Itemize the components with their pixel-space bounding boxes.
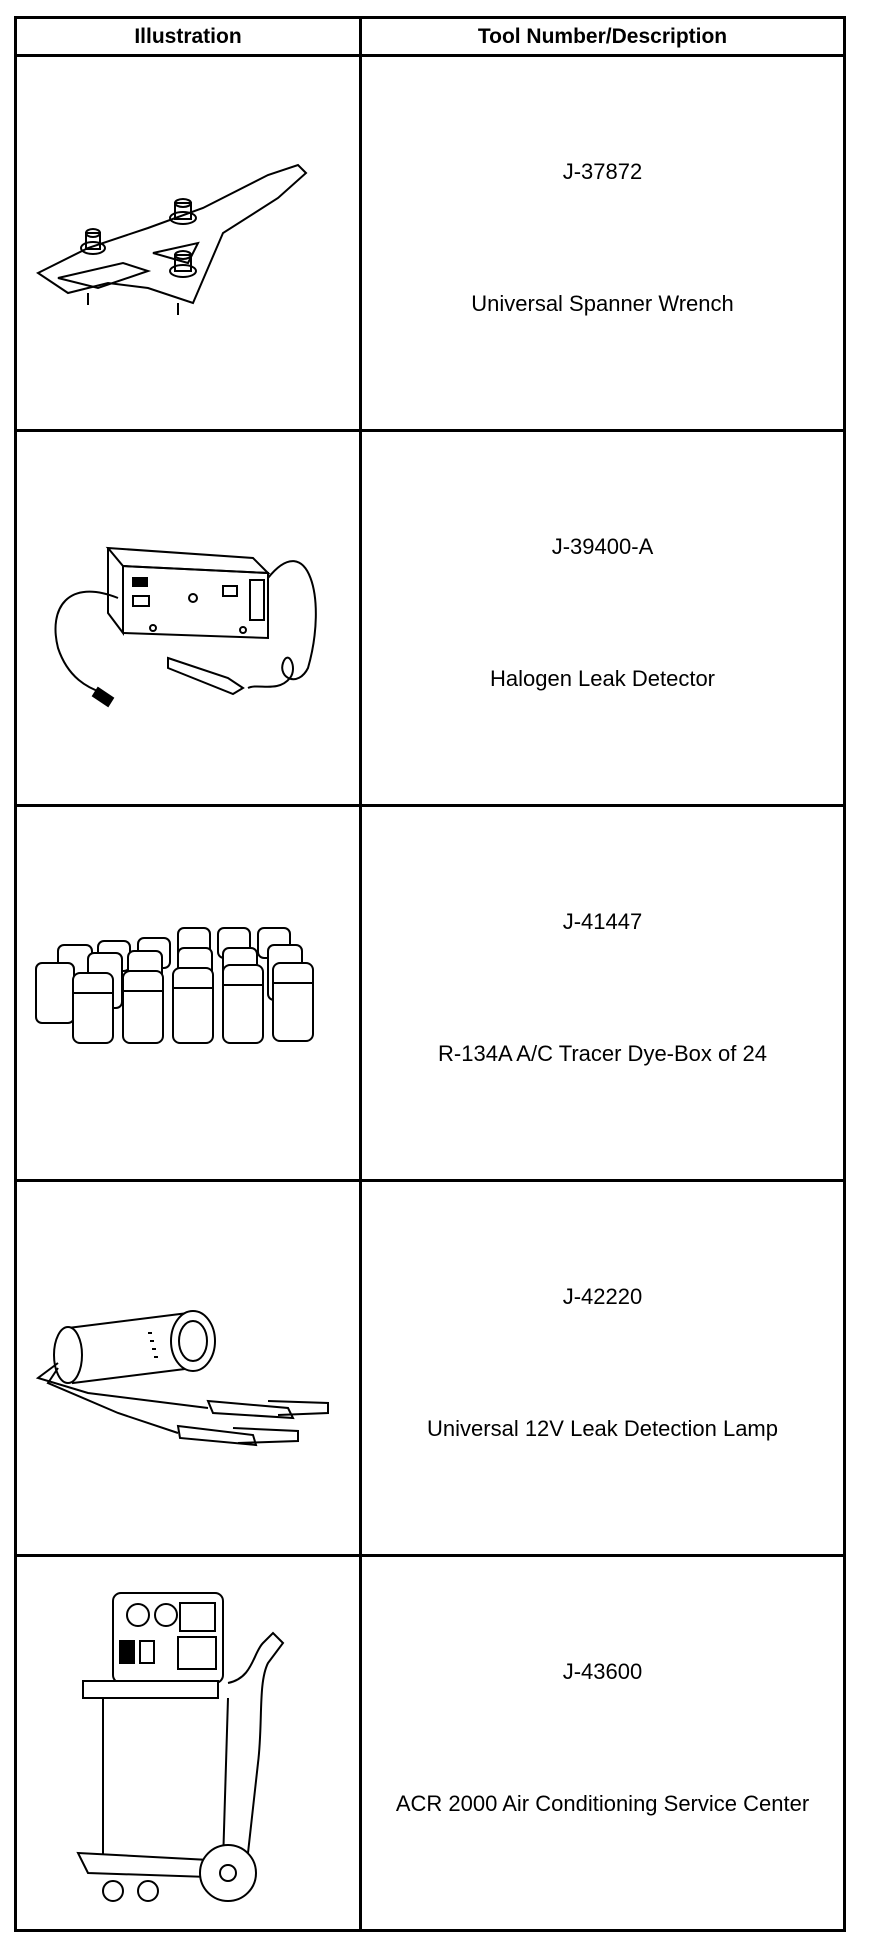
header-illustration: Illustration bbox=[17, 19, 362, 54]
description-cell: J-42220 Universal 12V Leak Detection Lam… bbox=[362, 1182, 843, 1554]
tool-description: Universal Spanner Wrench bbox=[471, 291, 734, 316]
description-cell: J-41447 R-134A A/C Tracer Dye-Box of 24 bbox=[362, 807, 843, 1179]
header-tool: Tool Number/Description bbox=[477, 24, 728, 48]
table-row: J-37872 Universal Spanner Wrench bbox=[17, 57, 843, 432]
tool-description: Halogen Leak Detector bbox=[489, 666, 716, 691]
tool-number: J-43600 bbox=[562, 1659, 643, 1684]
table-row: J-42220 Universal 12V Leak Detection Lam… bbox=[17, 1182, 843, 1557]
tool-description: R-134A A/C Tracer Dye-Box of 24 bbox=[438, 1041, 767, 1066]
dye-bottles-icon bbox=[35, 927, 314, 1044]
description-cell: J-43600 ACR 2000 Air Conditioning Servic… bbox=[362, 1557, 843, 1929]
leak-detector-icon bbox=[54, 546, 317, 708]
illustration-cell bbox=[17, 57, 362, 429]
leak-lamp-icon bbox=[35, 1310, 329, 1447]
table-header: Illustration Tool Number/Description bbox=[17, 19, 843, 57]
tool-number: J-39400-A bbox=[551, 534, 654, 559]
illustration-cell bbox=[17, 1557, 362, 1929]
tool-number: J-41447 bbox=[562, 909, 643, 934]
tool-number: J-42220 bbox=[562, 1284, 643, 1309]
tool-description: ACR 2000 Air Conditioning Service Center bbox=[395, 1791, 810, 1816]
table-row: J-39400-A Halogen Leak Detector bbox=[17, 432, 843, 807]
illustration-cell bbox=[17, 432, 362, 804]
tools-table: Illustration Tool Number/Description J-3… bbox=[14, 16, 846, 1932]
description-cell: J-37872 Universal Spanner Wrench bbox=[362, 57, 843, 429]
table-row: J-43600 ACR 2000 Air Conditioning Servic… bbox=[17, 1557, 843, 1929]
tool-number: J-37872 bbox=[562, 159, 643, 184]
table-row: J-41447 R-134A A/C Tracer Dye-Box of 24 bbox=[17, 807, 843, 1182]
service-center-icon bbox=[76, 1592, 285, 1902]
illustration-cell bbox=[17, 1182, 362, 1554]
illustration-cell bbox=[17, 807, 362, 1179]
spanner-wrench-icon bbox=[36, 163, 308, 315]
description-cell: J-39400-A Halogen Leak Detector bbox=[362, 432, 843, 804]
tool-description: Universal 12V Leak Detection Lamp bbox=[427, 1416, 778, 1441]
